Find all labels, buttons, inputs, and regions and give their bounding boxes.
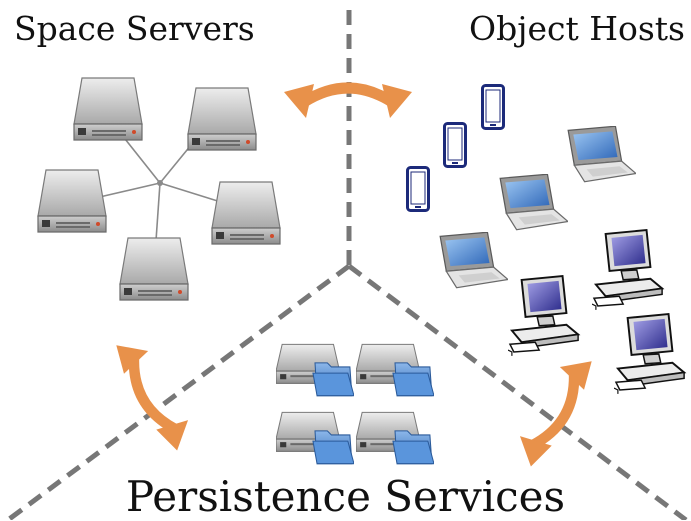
server-folder-icon bbox=[276, 411, 354, 465]
object-hosts-title: Object Hosts bbox=[469, 9, 685, 48]
phone-icon bbox=[481, 84, 505, 130]
desktop-computer-icon bbox=[614, 313, 686, 394]
laptop-icon bbox=[439, 232, 508, 289]
bidirectional-arrow-icon bbox=[110, 333, 199, 454]
object-hosts-devices bbox=[406, 84, 686, 394]
persistence-services-title: Persistence Services bbox=[125, 472, 566, 521]
persistence-storage bbox=[276, 343, 434, 465]
region-dividers bbox=[6, 10, 688, 520]
laptop-icon bbox=[567, 126, 636, 183]
desktop-computer-icon bbox=[508, 275, 580, 356]
server-folder-icon bbox=[356, 343, 434, 397]
bidirectional-arrow-icon bbox=[510, 349, 599, 470]
server-icon bbox=[211, 181, 281, 245]
phone-icon bbox=[443, 122, 467, 168]
network-hub bbox=[157, 180, 163, 186]
space-servers-network bbox=[37, 77, 281, 301]
server-icon bbox=[119, 237, 189, 301]
server-folder-icon bbox=[356, 411, 434, 465]
laptop-icon bbox=[499, 174, 568, 231]
space-servers-title: Space Servers bbox=[14, 9, 255, 48]
phone-icon bbox=[406, 166, 430, 212]
server-icon bbox=[73, 77, 143, 141]
server-icon bbox=[187, 87, 257, 151]
server-folder-icon bbox=[276, 343, 354, 397]
desktop-computer-icon bbox=[592, 229, 664, 310]
server-icon bbox=[37, 169, 107, 233]
